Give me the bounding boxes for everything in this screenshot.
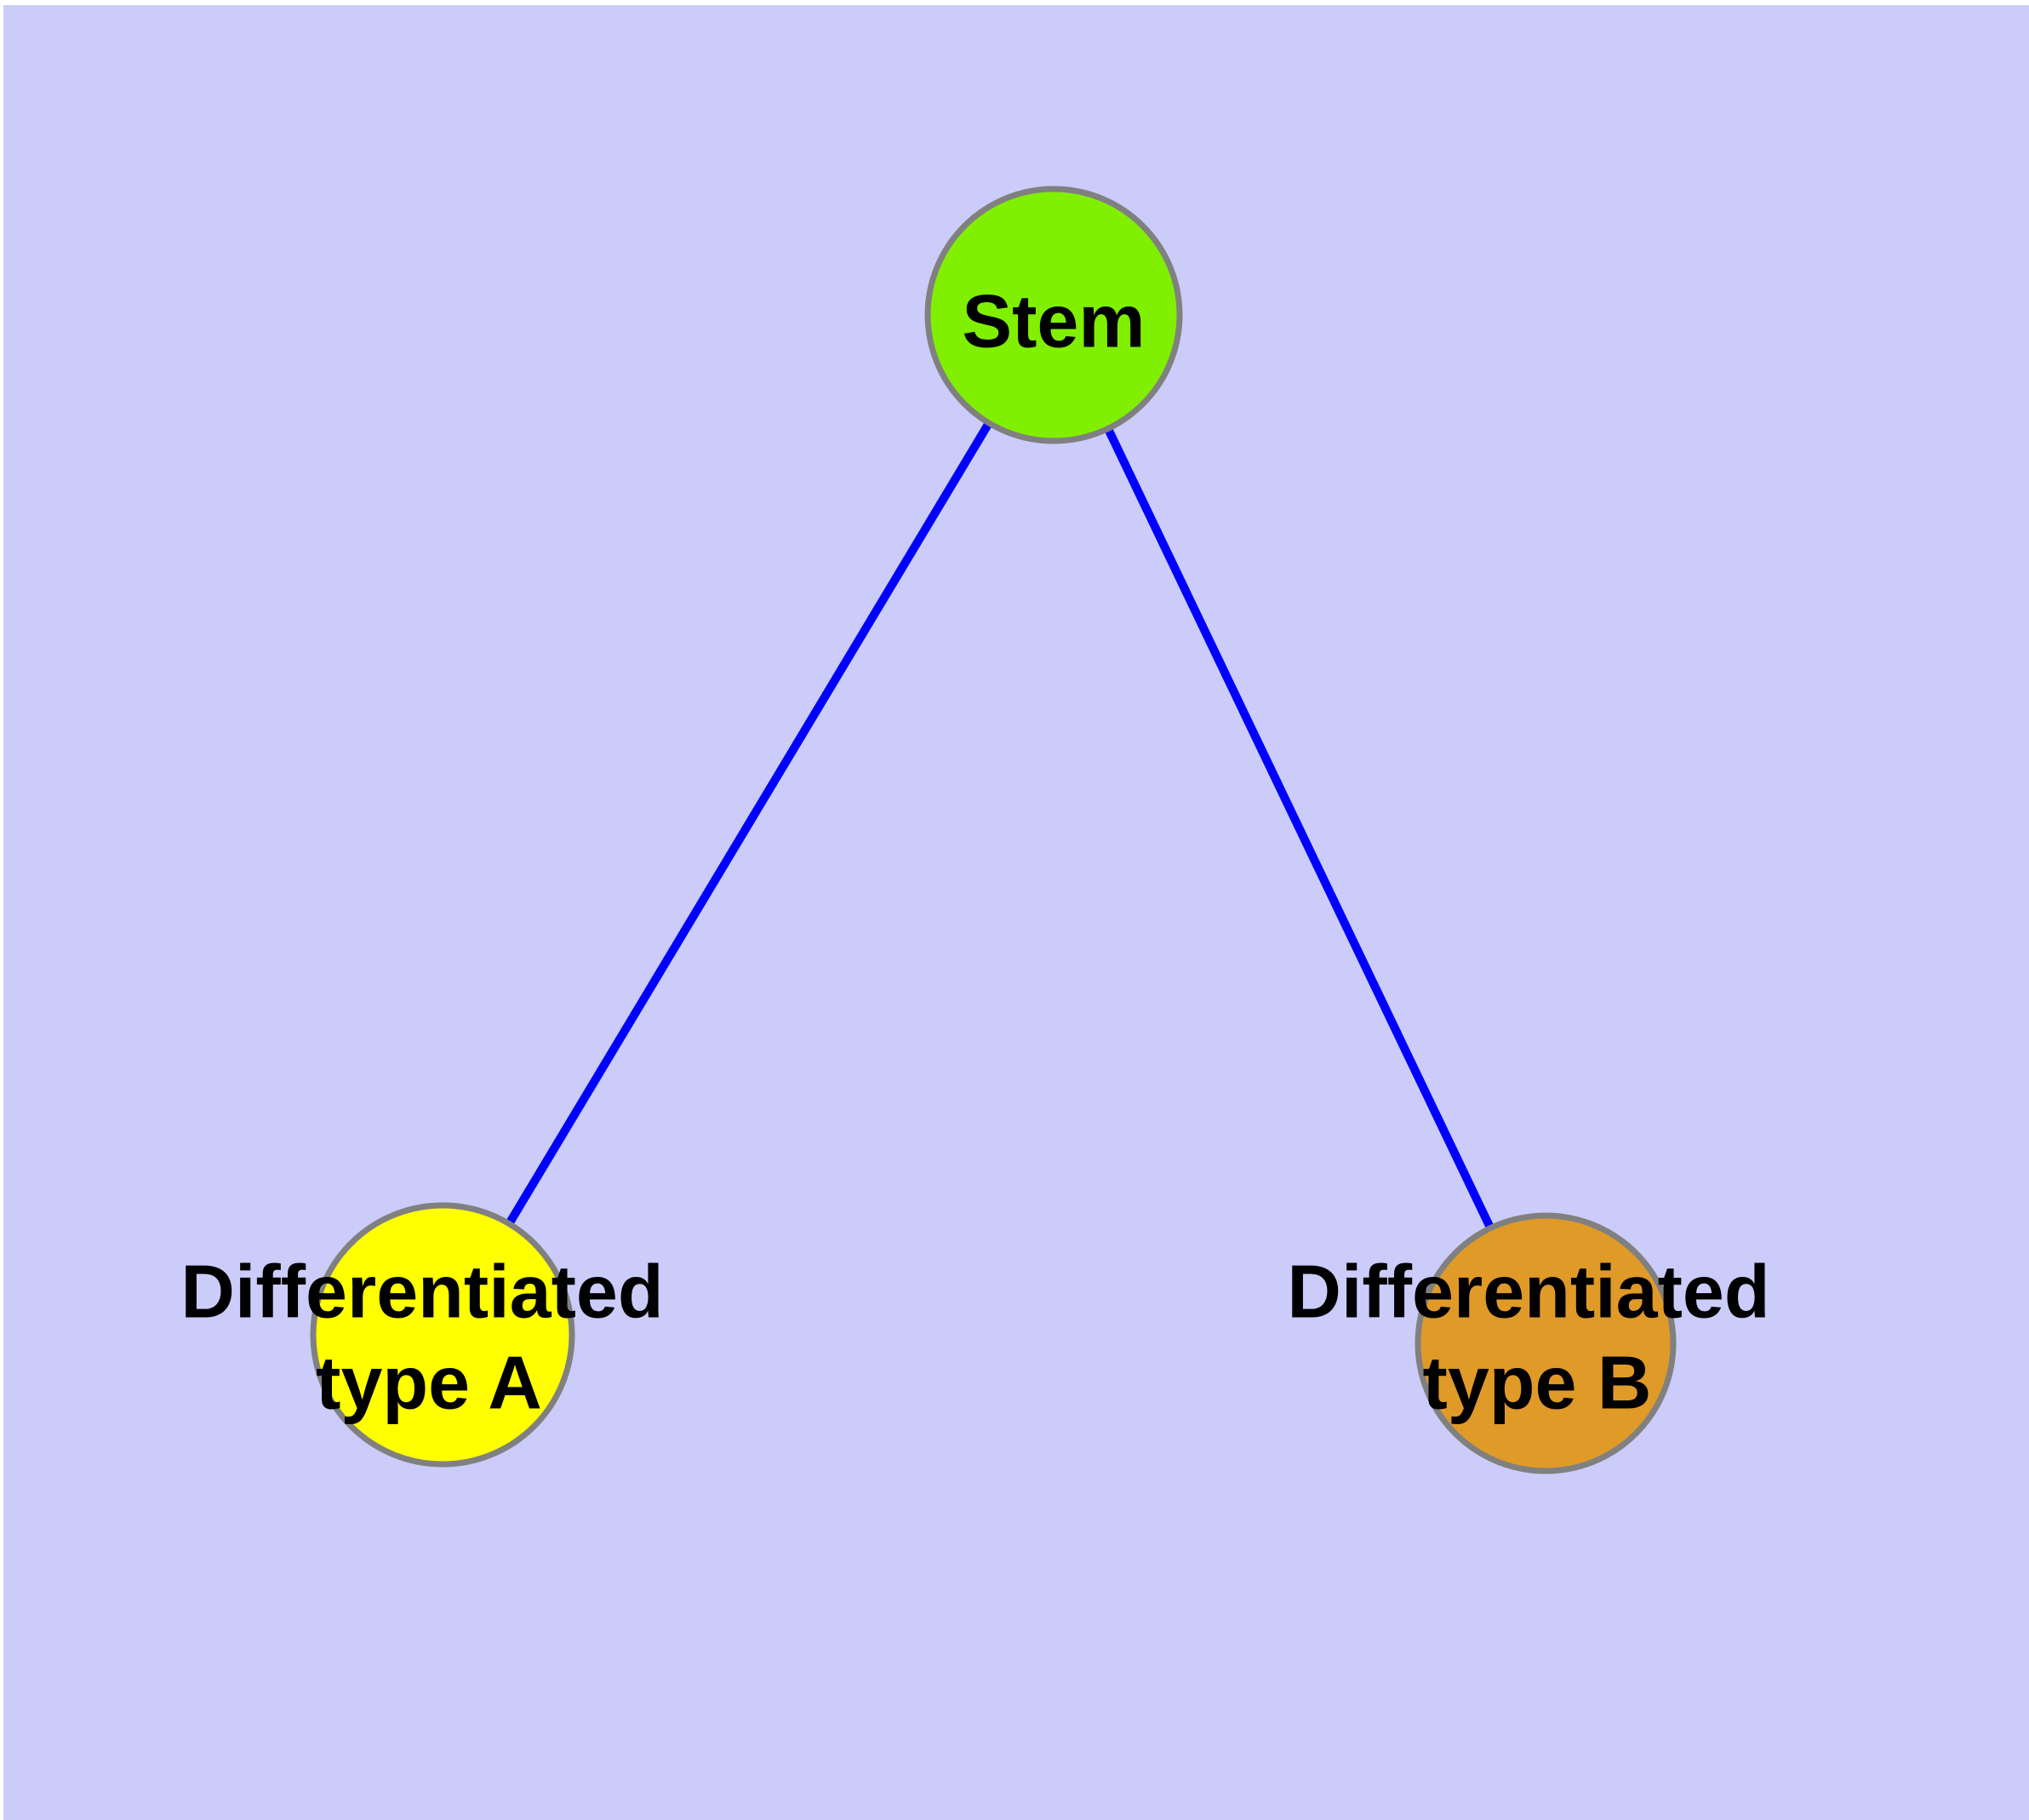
node-label-differentiated-type-b-line2: type B — [1423, 1340, 1652, 1424]
node-label-differentiated-type-a-line2: type A — [316, 1340, 542, 1424]
node-differentiated-type-a[interactable] — [310, 1202, 575, 1468]
node-label-stem: Stem — [962, 278, 1145, 363]
cell-lineage-graph: Stem Differentiated type A Differentiate… — [180, 186, 1770, 1474]
node-label-differentiated-type-b-line1: Differentiated — [1287, 1249, 1769, 1333]
edge-stem-to-differentiated-type-a — [438, 312, 1058, 1337]
graph-edges — [438, 312, 1550, 1346]
node-stem[interactable] — [924, 186, 1183, 444]
node-circle-stem[interactable] — [924, 186, 1183, 444]
node-label-differentiated-type-a-line1: Differentiated — [180, 1249, 663, 1333]
node-differentiated-type-b[interactable] — [1415, 1212, 1677, 1474]
node-circle-differentiated-type-b[interactable] — [1415, 1212, 1677, 1474]
node-circle-differentiated-type-a[interactable] — [310, 1202, 575, 1468]
diagram-plot-area: Stem Differentiated type A Differentiate… — [3, 5, 2029, 1820]
graph-node-labels: Stem Differentiated type A Differentiate… — [180, 278, 1769, 1424]
edge-stem-to-differentiated-type-b — [1049, 312, 1550, 1346]
